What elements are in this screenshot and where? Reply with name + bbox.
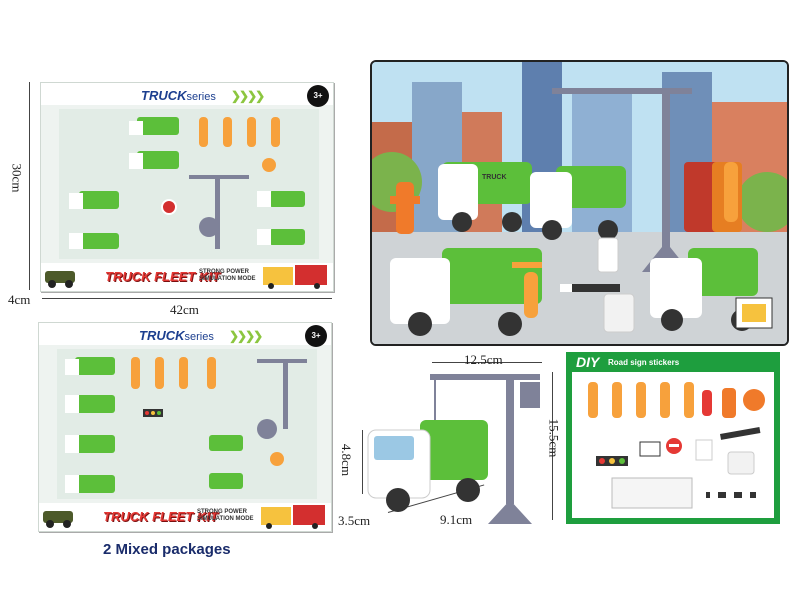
kit-subtitle: STRONG POWER SIMULATION MODE <box>197 509 254 522</box>
worker-figure <box>512 262 542 318</box>
worker-figures <box>588 382 694 418</box>
width-guide-line <box>42 298 332 299</box>
fire-truck-illustration <box>261 505 325 529</box>
truck-depth-label: 3.5cm <box>338 513 371 528</box>
chevron-arrows-icon: ❯❯❯❯ <box>231 89 265 103</box>
box-header-band <box>41 83 333 105</box>
jeep-illustration <box>45 271 75 288</box>
product-box-2: TRUCKseries ❯❯❯❯ 3+ TRUCK FLEET KIT STRO… <box>38 322 332 532</box>
box-depth-label: 4cm <box>8 292 31 307</box>
crane-width-guide <box>432 362 542 363</box>
box-contents-illustration <box>59 109 319 259</box>
garbage-truck-toy <box>129 117 179 135</box>
crane-height-guide <box>552 372 553 520</box>
fire-truck-illustration <box>263 265 327 289</box>
series-brand: TRUCK <box>141 88 187 103</box>
garbage-truck-toy <box>367 420 488 512</box>
jeep-illustration <box>43 511 73 528</box>
series-word: series <box>184 331 214 343</box>
city-scene-illustration <box>372 62 787 344</box>
crane-and-truck-illustration <box>367 374 540 524</box>
truck-height-guide <box>362 430 363 494</box>
fire-hydrant-toy <box>390 182 420 234</box>
truck-toy-1 <box>438 162 532 232</box>
series-title: TRUCKseries <box>141 88 216 103</box>
box-width-label: 42cm <box>170 302 199 317</box>
tower-crane-toy <box>430 374 540 524</box>
truck-height-label: 4.8cm <box>339 443 355 477</box>
box-height-label: 30cm <box>9 163 25 193</box>
box-header-band <box>39 323 331 345</box>
truck-length-label: 9.1cm <box>440 512 473 527</box>
diy-content-area <box>572 372 774 518</box>
kit-title: TRUCK FLEET KIT <box>105 269 220 284</box>
diy-sticker-panel: DIY Road sign stickers <box>566 352 780 524</box>
box-contents-illustration <box>57 349 317 499</box>
diy-subtitle: Road sign stickers <box>608 358 680 367</box>
kit-title: TRUCK FLEET KIT <box>103 509 218 524</box>
product-box-1: TRUCKseries ❯❯❯❯ 3+ TRUCK FLEET KIT STRO… <box>40 82 334 292</box>
series-brand: TRUCK <box>139 328 185 343</box>
worker-figure <box>724 162 738 222</box>
mixed-packages-caption: 2 Mixed packages <box>103 541 231 558</box>
height-guide-line <box>29 82 30 290</box>
series-word: series <box>186 91 216 103</box>
diy-title: DIY <box>576 354 600 370</box>
city-scene-panel: TRUCK <box>370 60 789 346</box>
series-title: TRUCKseries <box>139 328 214 343</box>
kit-subtitle: STRONG POWER SIMULATION MODE <box>199 269 256 282</box>
truck-door-label: TRUCK <box>482 174 507 181</box>
chevron-arrows-icon: ❯❯❯❯ <box>229 329 263 343</box>
age-badge: 3+ <box>305 325 327 347</box>
truck-toy-4 <box>650 248 758 331</box>
diy-accessories-illustration <box>588 382 765 509</box>
age-badge: 3+ <box>307 85 329 107</box>
truck-toy-2 <box>530 166 626 240</box>
crane-width-label: 12.5cm <box>464 352 503 367</box>
